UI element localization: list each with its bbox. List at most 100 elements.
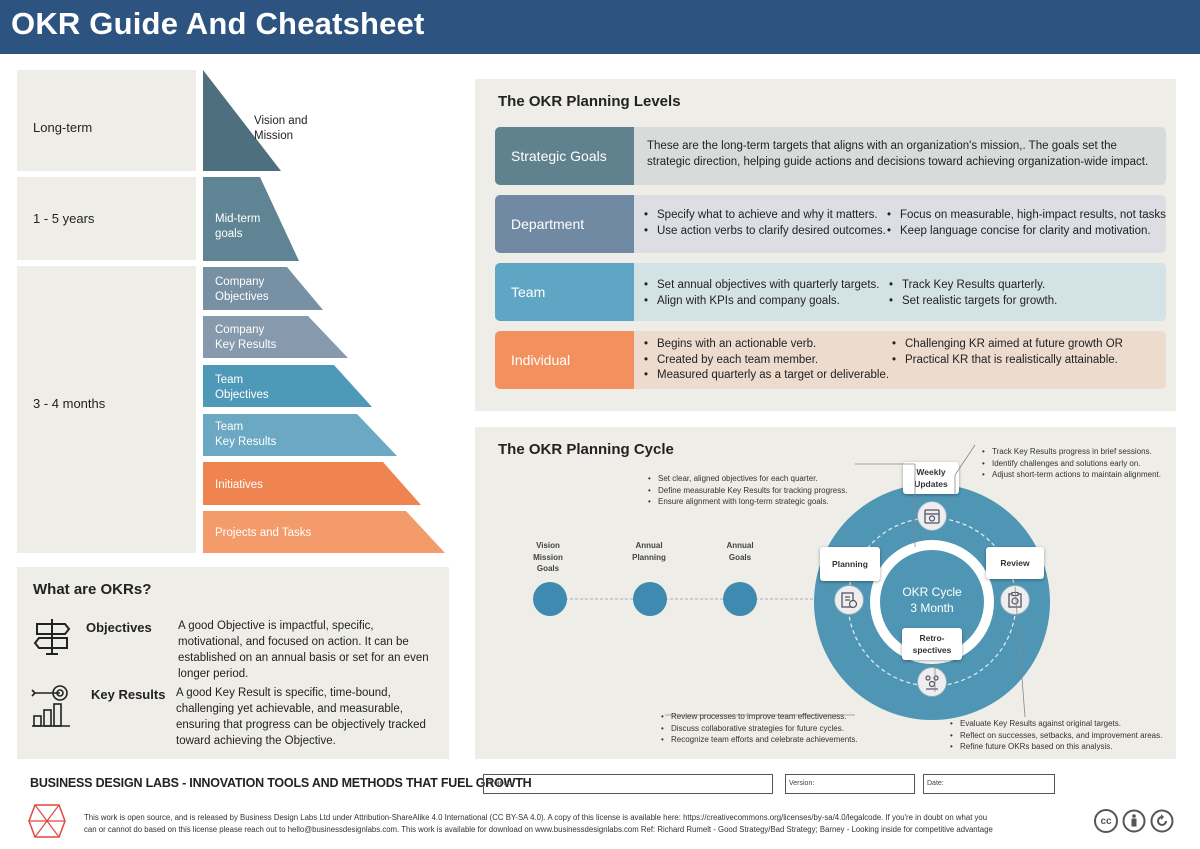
list-item: Begins with an actionable verb.	[644, 337, 889, 353]
level-head-team: Team	[495, 263, 634, 321]
time-box-3-4-months	[17, 266, 196, 553]
date-field[interactable]: Date:	[923, 774, 1055, 794]
timeline-line	[550, 598, 850, 600]
pyramid-level-midterm	[203, 177, 299, 261]
list-item: Track Key Results quarterly.	[889, 278, 1057, 294]
license-text: This work is open source, and is release…	[84, 813, 993, 834]
pyramid-graphic	[203, 70, 445, 553]
stage-planning: Planning	[820, 547, 880, 581]
date-field-label: Date:	[927, 780, 944, 787]
list-item: Refine future OKRs based on this analysi…	[948, 741, 1162, 753]
signpost-icon	[33, 619, 71, 655]
list-item: Focus on measurable, high-impact results…	[887, 208, 1166, 224]
list-item: Recognize team efforts and celebrate ach…	[659, 734, 858, 746]
objectives-text: A good Objective is impactful, specific,…	[178, 620, 429, 680]
pyramid-level-team-kr	[203, 414, 397, 456]
level-body-individual: Begins with an actionable verb. Created …	[634, 331, 1166, 389]
key-results-label: Key Results	[91, 687, 166, 702]
time-label-long-term: Long-term	[33, 120, 93, 135]
pyramid-level-company-objectives	[203, 267, 323, 310]
project-field-label: Project:	[487, 780, 511, 787]
list-item: Evaluate Key Results against original ta…	[948, 718, 1162, 730]
list-item: Define measurable Key Results for tracki…	[646, 485, 847, 497]
weekly-notes: Track Key Results progress in brief sess…	[980, 446, 1161, 481]
retro-notes: Review processes to improve team effecti…	[659, 711, 858, 746]
list-item: Use action verbs to clarify desired outc…	[644, 224, 886, 240]
review-notes: Evaluate Key Results against original ta…	[948, 718, 1162, 753]
list-item: Measured quarterly as a target or delive…	[644, 368, 889, 384]
footer-tagline: BUSINESS DESIGN LABS - INNOVATION TOOLS …	[30, 776, 532, 790]
pyramid-label-vision: Vision and Mission	[254, 115, 308, 142]
okrs-panel	[17, 567, 449, 759]
stage-review: Review	[986, 547, 1044, 579]
level-body-department: Specify what to achieve and why it matte…	[634, 195, 1166, 253]
planning-notes: Set clear, aligned objectives for each q…	[646, 473, 847, 508]
pyramid-level-company-kr	[203, 316, 348, 358]
level-body-strategic: These are the long-term targets that ali…	[634, 127, 1166, 185]
version-field[interactable]: Version:	[785, 774, 915, 794]
pyramid-label-projects: Projects and Tasks	[215, 527, 312, 539]
objectives-label: Objectives	[86, 620, 152, 635]
checklist-clock-icon	[834, 585, 864, 615]
list-item: Discuss collaborative strategies for fut…	[659, 723, 858, 735]
list-item: Practical KR that is realistically attai…	[892, 353, 1123, 369]
calendar-refresh-icon	[917, 501, 947, 531]
cycle-center-text: OKR Cycle 3 Month	[902, 585, 962, 615]
level-head-strategic: Strategic Goals	[495, 127, 634, 185]
level-text-strategic: These are the long-term targets that ali…	[647, 140, 1149, 168]
department-col2: Focus on measurable, high-impact results…	[887, 208, 1166, 239]
timeline-label-annual-goals: Annual Goals	[726, 541, 754, 562]
version-field-label: Version:	[789, 780, 815, 787]
pyramid-level-initiatives	[203, 462, 421, 505]
page-title: OKR Guide And Cheatsheet	[11, 6, 425, 41]
list-item: Challenging KR aimed at future growth OR	[892, 337, 1123, 353]
target-growth-icon	[31, 685, 70, 727]
timeline-label-annual-planning: Annual Planning	[632, 541, 666, 562]
okrs-title: What are OKRs?	[33, 581, 152, 598]
level-row-strategic: Strategic Goals These are the long-term …	[495, 127, 1166, 185]
team-meeting-icon	[917, 667, 947, 697]
timeline-dot-annual-planning	[633, 582, 667, 616]
pyramid-label-company-objectives: Company Objectives	[215, 276, 269, 303]
list-item: Ensure alignment with long-term strategi…	[646, 496, 847, 508]
share-alike-icon	[1150, 809, 1174, 833]
list-item: Created by each team member.	[644, 353, 889, 369]
timeline-label-vision: Vision Mission Goals	[533, 541, 563, 573]
list-item: Adjust short-term actions to maintain al…	[980, 469, 1161, 481]
pyramid-label-company-kr: Company Key Results	[215, 324, 277, 351]
team-col1: Set annual objectives with quarterly tar…	[644, 278, 879, 309]
list-item: Set realistic targets for growth.	[889, 294, 1057, 310]
key-results-text: A good Key Result is specific, time-boun…	[176, 687, 426, 747]
creative-commons-icon: cc	[1094, 809, 1118, 833]
level-head-department: Department	[495, 195, 634, 253]
attribution-icon	[1122, 809, 1146, 833]
time-label-1-5-years: 1 - 5 years	[33, 211, 95, 226]
pyramid-level-team-objectives	[203, 365, 372, 407]
level-head-individual: Individual	[495, 331, 634, 389]
planning-levels-title: The OKR Planning Levels	[498, 93, 681, 110]
team-col2: Track Key Results quarterly. Set realist…	[889, 278, 1057, 309]
pyramid-label-initiatives: Initiatives	[215, 479, 263, 491]
pyramid-label-team-objectives: Team Objectives	[215, 374, 269, 401]
list-item: Set annual objectives with quarterly tar…	[644, 278, 879, 294]
list-item: Set clear, aligned objectives for each q…	[646, 473, 847, 485]
planning-cycle-title: The OKR Planning Cycle	[498, 441, 674, 458]
list-item: Specify what to achieve and why it matte…	[644, 208, 886, 224]
list-item: Track Key Results progress in brief sess…	[980, 446, 1161, 458]
list-item: Identify challenges and solutions early …	[980, 458, 1161, 470]
time-box-long-term	[17, 70, 196, 171]
stage-weekly-updates: Weekly Updates	[903, 462, 959, 494]
list-item: Review processes to improve team effecti…	[659, 711, 858, 723]
pyramid-level-projects	[203, 511, 445, 553]
level-row-department: Department Specify what to achieve and w…	[495, 195, 1166, 253]
stage-retrospectives: Retro- spectives	[902, 628, 962, 660]
pyramid-label-midterm: Mid-term goals	[215, 213, 261, 240]
pyramid-level-vision	[203, 70, 281, 171]
department-col1: Specify what to achieve and why it matte…	[644, 208, 886, 239]
level-row-team: Team Set annual objectives with quarterl…	[495, 263, 1166, 321]
timeline-dot-vision	[533, 582, 567, 616]
list-item: Align with KPIs and company goals.	[644, 294, 879, 310]
business-design-labs-logo	[28, 804, 66, 838]
project-field[interactable]: Project:	[483, 774, 773, 794]
individual-col2: Challenging KR aimed at future growth OR…	[892, 337, 1123, 368]
